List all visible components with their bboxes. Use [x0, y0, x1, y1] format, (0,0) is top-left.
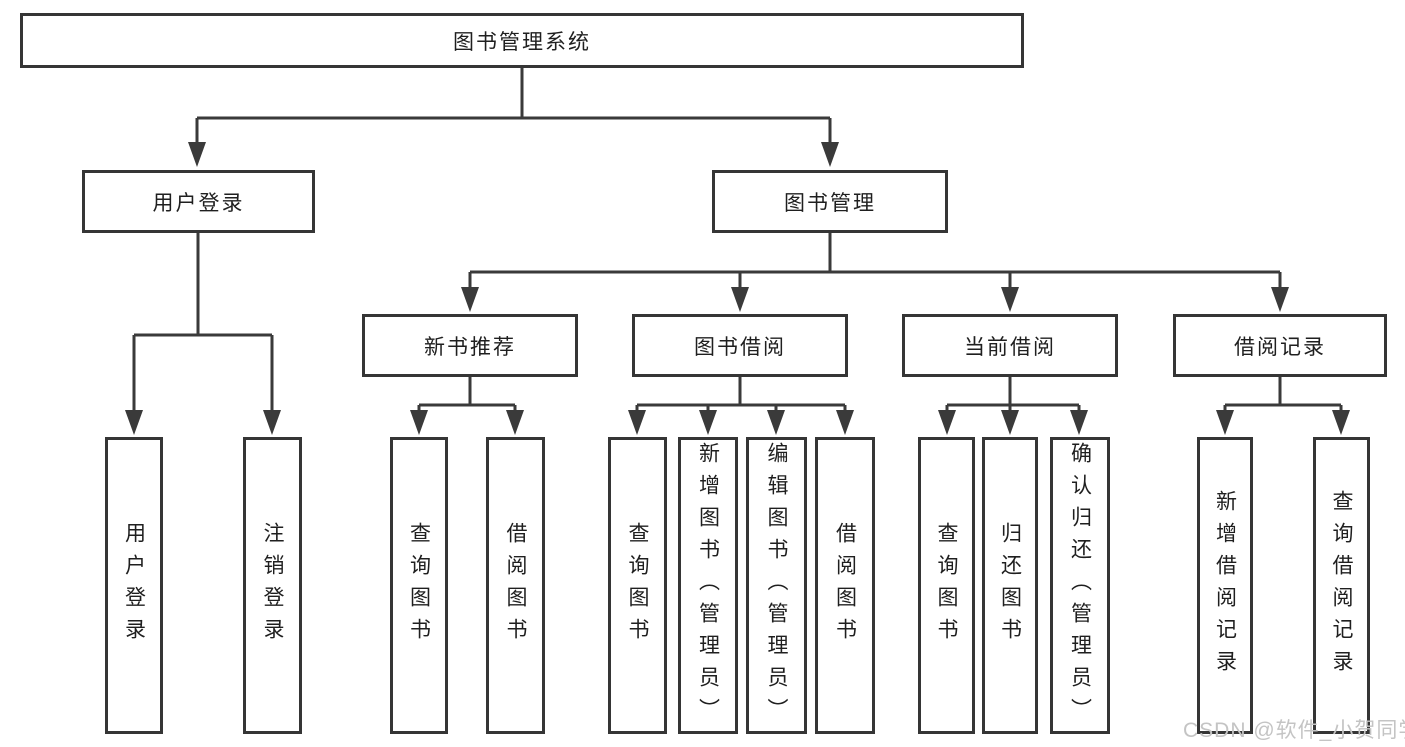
leaf-borrow-book-2-label: 借阅图书 — [833, 521, 857, 650]
leaf-borrow-book-1-label: 借阅图书 — [504, 521, 527, 650]
leaf-add-book-label: 新增图书（管理员） — [696, 441, 720, 730]
node-borrow-records: 借阅记录 — [1173, 314, 1387, 377]
leaf-query-book-2-label: 查询图书 — [626, 521, 649, 650]
edge-current-borrow — [938, 377, 1088, 435]
leaf-query-book-1: 查询图书 — [390, 437, 448, 734]
node-book-mgmt-label: 图书管理 — [784, 191, 876, 215]
leaf-logout: 注销登录 — [243, 437, 302, 734]
leaf-confirm-return: 确认归还（管理员） — [1050, 437, 1110, 734]
leaf-query-record: 查询借阅记录 — [1313, 437, 1370, 734]
watermark: CSDN @软件_小贺同学 — [1183, 719, 1405, 742]
leaf-edit-book: 编辑图书（管理员） — [746, 437, 807, 734]
leaf-query-record-label: 查询借阅记录 — [1330, 489, 1353, 682]
leaf-user-login-label: 用户登录 — [122, 521, 146, 650]
leaf-borrow-book-1: 借阅图书 — [486, 437, 545, 734]
node-user-login: 用户登录 — [82, 170, 315, 233]
node-book-borrow: 图书借阅 — [632, 314, 848, 377]
leaf-add-record-label: 新增借阅记录 — [1213, 489, 1237, 682]
leaf-edit-book-label: 编辑图书（管理员） — [765, 441, 788, 730]
leaf-return-book: 归还图书 — [982, 437, 1038, 734]
node-book-borrow-label: 图书借阅 — [694, 335, 786, 359]
leaf-query-book-1-label: 查询图书 — [407, 521, 431, 650]
node-user-login-label: 用户登录 — [152, 191, 245, 215]
node-borrow-records-label: 借阅记录 — [1234, 335, 1326, 359]
leaf-return-book-label: 归还图书 — [998, 521, 1022, 650]
edge-new-book-rec — [410, 377, 524, 435]
node-new-book-rec: 新书推荐 — [362, 314, 578, 377]
node-book-mgmt: 图书管理 — [712, 170, 948, 233]
edge-borrow-records — [1216, 377, 1350, 435]
edge-user-login — [125, 233, 281, 435]
leaf-borrow-book-2: 借阅图书 — [815, 437, 875, 734]
node-new-book-rec-label: 新书推荐 — [424, 335, 516, 359]
node-root-label: 图书管理系统 — [453, 30, 591, 54]
leaf-query-book-3: 查询图书 — [918, 437, 975, 734]
leaf-logout-label: 注销登录 — [261, 521, 284, 650]
node-current-borrow-label: 当前借阅 — [964, 335, 1056, 359]
edge-book-mgmt — [461, 233, 1289, 312]
edge-book-borrow — [628, 377, 854, 435]
leaf-query-book-2: 查询图书 — [608, 437, 667, 734]
leaf-query-book-3-label: 查询图书 — [935, 521, 958, 650]
leaf-add-record: 新增借阅记录 — [1197, 437, 1253, 734]
leaf-confirm-return-label: 确认归还（管理员） — [1068, 441, 1092, 730]
node-current-borrow: 当前借阅 — [902, 314, 1118, 377]
edge-root — [188, 68, 839, 167]
node-root: 图书管理系统 — [20, 13, 1024, 68]
leaf-add-book: 新增图书（管理员） — [678, 437, 738, 734]
leaf-user-login: 用户登录 — [105, 437, 163, 734]
